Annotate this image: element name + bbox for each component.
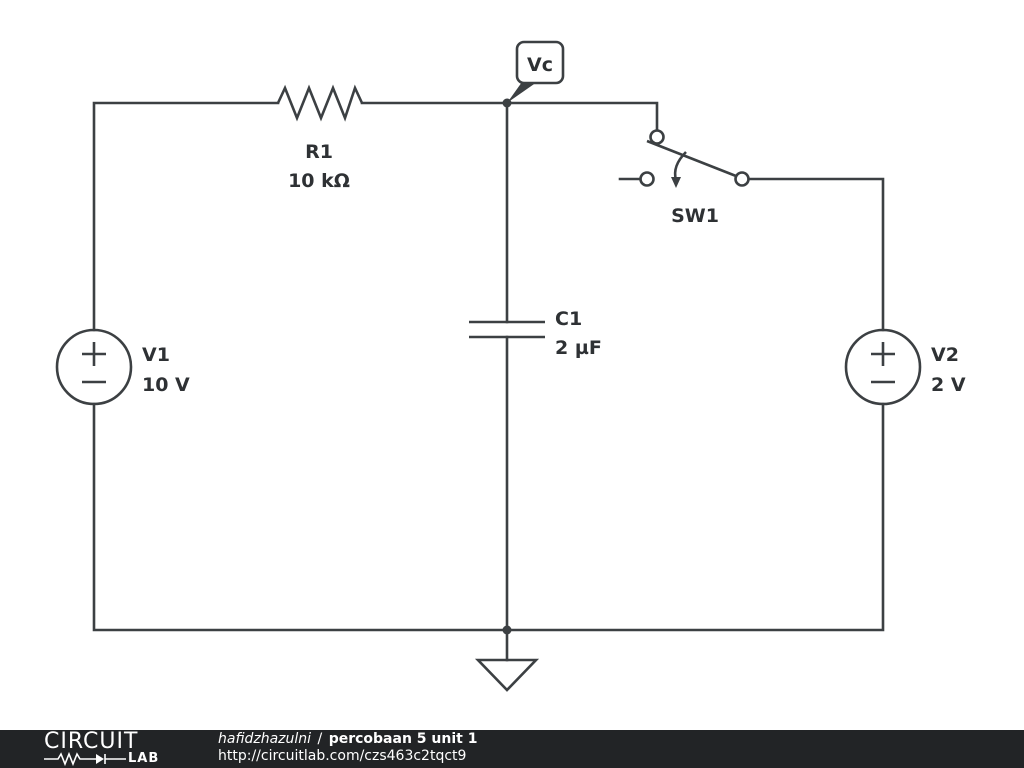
footer-bar: CIRCUIT LAB hafidzhazulni / percobaan 5 …: [0, 730, 1024, 768]
voltage-source-v1[interactable]: [55, 328, 133, 406]
wire-bottom: [92, 402, 885, 632]
voltage-probe-vc[interactable]: Vc: [507, 40, 565, 103]
capacitor-c1[interactable]: [469, 320, 545, 339]
wire-top: [360, 101, 659, 133]
wire-right: [747, 177, 885, 332]
resistor-r1[interactable]: [276, 84, 364, 122]
switch-sw1[interactable]: [639, 129, 750, 189]
probe-label: Vc: [527, 54, 553, 76]
voltage-source-v2[interactable]: [844, 328, 922, 406]
logo-text-top: CIRCUIT: [44, 729, 139, 754]
circuitlab-logo[interactable]: CIRCUIT LAB: [44, 730, 174, 768]
project-title[interactable]: percobaan 5 unit 1: [328, 731, 478, 747]
wire-left-top: [92, 101, 280, 332]
author-link[interactable]: hafidzhazulni: [218, 731, 312, 747]
circuit-url-link[interactable]: http://circuitlab.com/czs463c2tqct9: [218, 748, 467, 764]
v2-value: 2 V: [931, 374, 966, 396]
junction-bottom: [502, 625, 512, 635]
ground-symbol[interactable]: [474, 658, 540, 692]
wires: [92, 101, 885, 662]
schematic-canvas: Vc R1 10 kΩ C1 2 µF V1 10 V V2 2 V SW1: [55, 40, 966, 692]
v2-name: V2: [931, 344, 959, 366]
c1-value: 2 µF: [555, 337, 602, 359]
c1-name: C1: [555, 308, 582, 330]
logo-text-bottom: LAB: [128, 751, 160, 766]
v1-value: 10 V: [142, 374, 190, 396]
r1-name: R1: [305, 141, 333, 163]
circuit-meta: hafidzhazulni / percobaan 5 unit 1 http:…: [218, 731, 477, 765]
sw1-name: SW1: [671, 205, 719, 227]
r1-value: 10 kΩ: [288, 170, 350, 192]
v1-name: V1: [142, 344, 170, 366]
logo-resistor-diode-icon: [44, 752, 126, 766]
meta-separator: /: [317, 731, 323, 747]
